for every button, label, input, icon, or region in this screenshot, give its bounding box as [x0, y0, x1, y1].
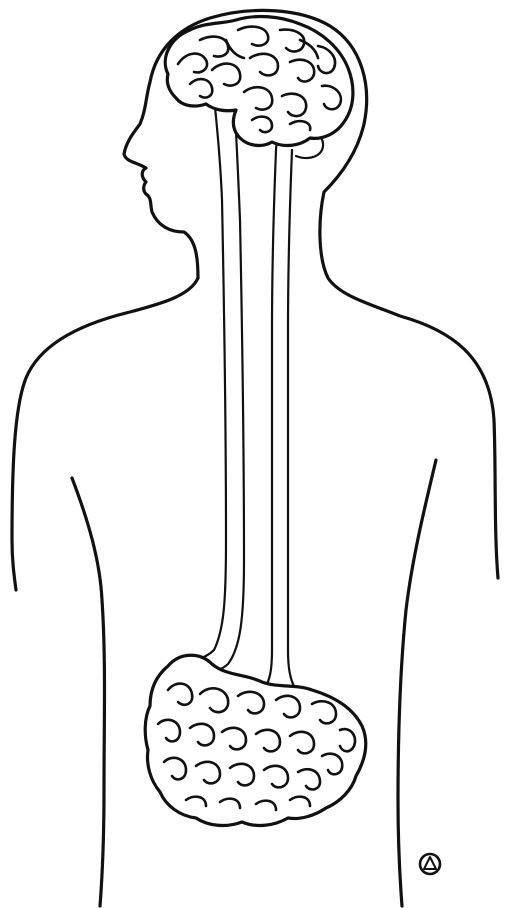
brain-icon [165, 17, 353, 146]
gut-icon [145, 655, 366, 825]
right-tube-outer [264, 150, 276, 690]
right-tube-inner [288, 150, 296, 690]
gut-brain-connection [184, 96, 323, 690]
right-torso-outline [398, 460, 436, 906]
left-shoulder-outline [12, 278, 198, 590]
gut-outline [145, 655, 366, 825]
left-torso-outline [72, 478, 105, 906]
left-tube-outer [184, 96, 226, 668]
left-tube-inner [202, 96, 244, 680]
publisher-mark-icon [420, 854, 440, 874]
